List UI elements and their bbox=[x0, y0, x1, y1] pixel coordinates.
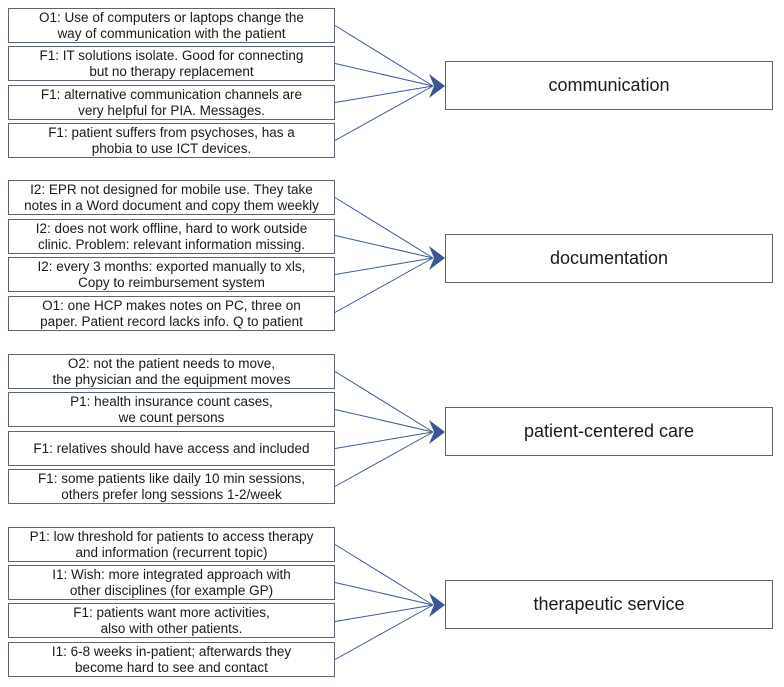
topic-documentation: documentation bbox=[445, 234, 773, 283]
note-therapeutic-service-1: P1: low threshold for patients to access… bbox=[8, 527, 335, 562]
connector-communication-1 bbox=[334, 25, 434, 87]
connector-patient-centered-care-2 bbox=[334, 409, 434, 433]
topic-therapeutic-service: therapeutic service bbox=[445, 580, 773, 629]
note-patient-centered-care-2: P1: health insurance count cases, we cou… bbox=[8, 392, 335, 427]
note-communication-3: F1: alternative communication channels a… bbox=[8, 85, 335, 120]
connector-communication-3 bbox=[334, 85, 434, 103]
topic-patient-centered-care: patient-centered care bbox=[445, 407, 773, 456]
note-communication-2: F1: IT solutions isolate. Good for conne… bbox=[8, 46, 335, 81]
note-documentation-2: I2: does not work offline, hard to work … bbox=[8, 219, 335, 254]
connector-therapeutic-service-2 bbox=[334, 582, 434, 606]
connector-therapeutic-service-1 bbox=[334, 544, 434, 606]
note-therapeutic-service-2: I1: Wish: more integrated approach with … bbox=[8, 565, 335, 600]
connector-communication-2 bbox=[334, 63, 434, 87]
connector-documentation-4 bbox=[334, 257, 434, 313]
arrowhead-communication bbox=[429, 74, 445, 98]
arrowhead-documentation bbox=[429, 246, 445, 270]
connector-patient-centered-care-4 bbox=[334, 431, 434, 487]
connector-therapeutic-service-3 bbox=[334, 604, 434, 622]
topic-communication: communication bbox=[445, 61, 773, 110]
note-documentation-3: I2: every 3 months: exported manually to… bbox=[8, 257, 335, 292]
connector-patient-centered-care-3 bbox=[334, 431, 434, 449]
arrowhead-patient-centered-care bbox=[429, 420, 445, 444]
connector-communication-4 bbox=[334, 85, 434, 141]
note-documentation-1: I2: EPR not designed for mobile use. The… bbox=[8, 180, 335, 215]
note-communication-1: O1: Use of computers or laptops change t… bbox=[8, 8, 335, 43]
connector-patient-centered-care-1 bbox=[334, 371, 434, 433]
connector-documentation-1 bbox=[334, 197, 434, 259]
connector-documentation-3 bbox=[334, 257, 434, 275]
note-therapeutic-service-3: F1: patients want more activities, also … bbox=[8, 603, 335, 638]
note-patient-centered-care-1: O2: not the patient needs to move, the p… bbox=[8, 354, 335, 389]
arrowhead-therapeutic-service bbox=[429, 593, 445, 617]
note-documentation-4: O1: one HCP makes notes on PC, three on … bbox=[8, 296, 335, 331]
connector-documentation-2 bbox=[334, 235, 434, 259]
note-communication-4: F1: patient suffers from psychoses, has … bbox=[8, 123, 335, 158]
connector-therapeutic-service-4 bbox=[334, 604, 434, 660]
note-patient-centered-care-3: F1: relatives should have access and inc… bbox=[8, 431, 335, 466]
note-therapeutic-service-4: I1: 6-8 weeks in-patient; afterwards the… bbox=[8, 642, 335, 677]
note-patient-centered-care-4: F1: some patients like daily 10 min sess… bbox=[8, 469, 335, 504]
